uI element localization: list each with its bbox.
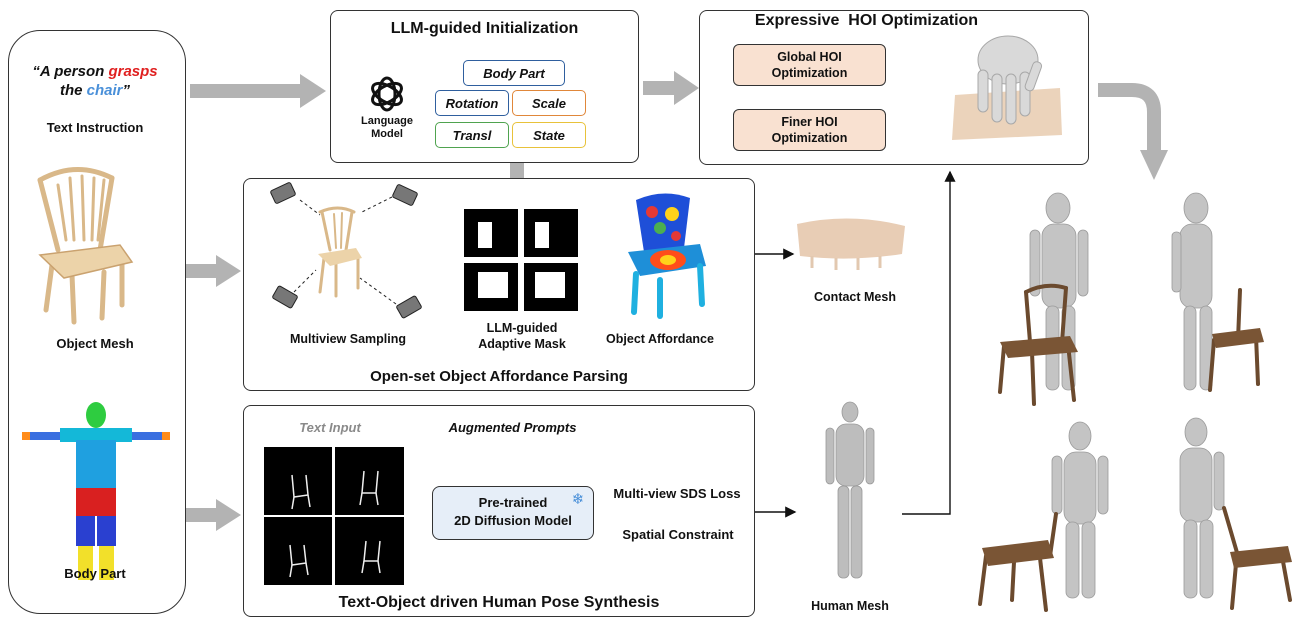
human-mesh-label: Human Mesh	[811, 599, 889, 613]
result-bottom-right	[1179, 417, 1225, 599]
quote-object: chair	[86, 82, 123, 99]
text-instruction-label: Text Instruction	[46, 120, 144, 135]
rendered-views-grid	[264, 447, 404, 585]
result-bottom-left	[1051, 421, 1109, 599]
tag-transl: Transl	[435, 122, 509, 148]
contact-mesh-label: Contact Mesh	[814, 290, 896, 304]
sds-loss-label: Multi-view SDS Loss	[613, 486, 741, 501]
quote-verb: grasps	[108, 63, 158, 80]
body-part-label: Body Part	[64, 566, 126, 581]
object-mesh-label: Object Mesh	[56, 336, 134, 351]
diffusion-model-box	[432, 486, 594, 540]
result-top-left	[1029, 192, 1089, 391]
llm-init-title: LLM-guided Initialization	[390, 20, 579, 37]
tag-rotation: Rotation	[435, 90, 509, 116]
rendered-views-image	[264, 447, 404, 585]
spatial-constraint-label: Spatial Constraint	[622, 527, 734, 542]
affordance-title: Open-set Object Affordance Parsing	[370, 368, 628, 385]
multiview-sampling-label: Multiview Sampling	[290, 332, 406, 346]
tag-scale: Scale	[512, 90, 586, 116]
pose-title: Text-Object driven Human Pose Synthesis	[338, 594, 660, 611]
snowflake-icon: ❄	[571, 491, 585, 508]
text-instruction-quote: “A person grasps the chair”	[32, 63, 158, 99]
openai-icon	[367, 74, 407, 114]
hoi-title: Expressive HOI Optimization	[754, 12, 979, 29]
result-top-right	[1171, 192, 1213, 391]
tag-body-part: Body Part	[463, 60, 565, 86]
arrow-human-to-hoi	[902, 170, 956, 515]
object-affordance-label: Object Affordance	[606, 332, 714, 346]
gray-curved-arrow-to-results	[1098, 83, 1168, 180]
gray-arrow-to-affordance	[185, 255, 241, 287]
augmented-prompts-label: Augmented Prompts	[448, 420, 577, 435]
gray-arrow-to-llm	[190, 74, 326, 108]
gray-arrow-to-hoi	[643, 71, 699, 105]
tag-state: State	[512, 122, 586, 148]
text-input-label: Text Input	[299, 420, 361, 435]
gray-arrow-to-pose	[185, 499, 241, 531]
